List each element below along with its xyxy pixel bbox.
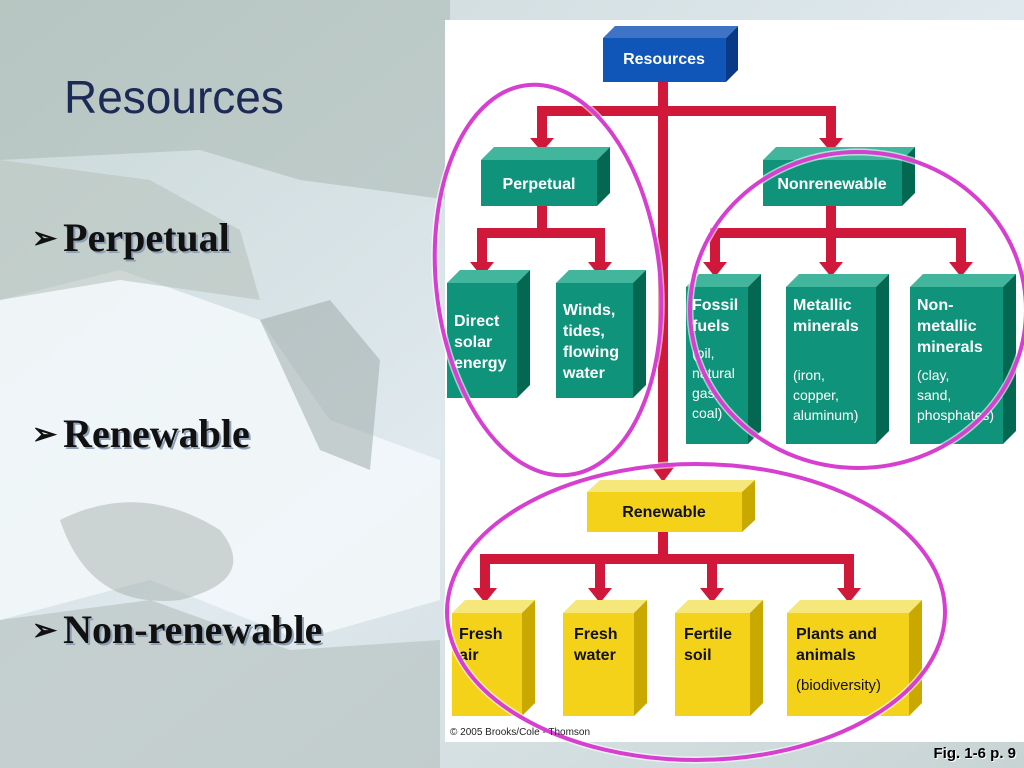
node-label: Fossil bbox=[692, 297, 738, 314]
node-label: Fresh bbox=[574, 626, 618, 643]
node-label: Perpetual bbox=[503, 176, 576, 193]
node-label: Resources bbox=[623, 51, 705, 68]
node-perpetual: Perpetual bbox=[481, 147, 610, 206]
node-resources: Resources bbox=[603, 26, 738, 82]
arrow-bullet-icon: ➢ bbox=[32, 418, 58, 451]
node-label: water bbox=[573, 647, 616, 664]
node-label: Fresh bbox=[459, 626, 503, 643]
node-detail: aluminum) bbox=[793, 407, 858, 423]
node-label: minerals bbox=[917, 339, 983, 356]
node-label: minerals bbox=[793, 318, 859, 335]
node-label: Metallic bbox=[793, 297, 852, 314]
node-label: Winds, bbox=[563, 302, 615, 319]
node-nonmetallic-minerals: Non- metallic minerals (clay, sand, phos… bbox=[910, 274, 1016, 444]
node-label: metallic bbox=[917, 318, 977, 335]
node-label: Plants and bbox=[796, 626, 877, 643]
node-detail: (biodiversity) bbox=[796, 677, 881, 694]
node-label: energy bbox=[454, 355, 507, 372]
bullet-label: Non-renewable bbox=[63, 607, 323, 652]
node-label: animals bbox=[796, 647, 856, 664]
node-direct-solar-energy: Direct solar energy bbox=[447, 270, 530, 398]
node-detail: copper, bbox=[793, 387, 839, 403]
node-label: flowing bbox=[563, 344, 619, 361]
bullet-label: Perpetual bbox=[63, 215, 230, 260]
node-label: Non- bbox=[917, 297, 953, 314]
node-detail: sand, bbox=[917, 387, 951, 403]
node-label: Direct bbox=[454, 313, 500, 330]
slide-title: Resources bbox=[64, 71, 284, 123]
arrow-bullet-icon: ➢ bbox=[32, 614, 58, 647]
arrow-bullet-icon: ➢ bbox=[32, 222, 58, 255]
highlight-nonrenewable bbox=[688, 150, 1024, 470]
node-detail: coal) bbox=[692, 405, 722, 421]
node-label: Renewable bbox=[622, 504, 706, 521]
node-label: Fertile bbox=[684, 626, 732, 643]
node-label: soil bbox=[684, 647, 712, 664]
node-winds-tides-water: Winds, tides, flowing water bbox=[556, 270, 646, 398]
copyright-notice: © 2005 Brooks/Cole - Thomson bbox=[450, 727, 591, 738]
highlight-circles bbox=[431, 81, 1024, 764]
node-renewable: Renewable bbox=[587, 480, 755, 532]
node-detail: (clay, bbox=[917, 367, 949, 383]
bullet-label: Renewable bbox=[63, 411, 250, 456]
bullet-perpetual: ➢Perpetual bbox=[32, 214, 230, 261]
node-fertile-soil: Fertile soil bbox=[675, 600, 763, 716]
node-label: water bbox=[562, 365, 605, 382]
node-label: solar bbox=[454, 334, 492, 351]
node-label: tides, bbox=[563, 323, 605, 340]
highlight-renewable bbox=[445, 462, 947, 762]
node-metallic-minerals: Metallic minerals (iron, copper, aluminu… bbox=[786, 274, 889, 444]
bullet-renewable: ➢Renewable bbox=[32, 410, 250, 457]
highlight-perpetual bbox=[432, 82, 664, 478]
node-detail: (iron, bbox=[793, 367, 825, 383]
node-label: Nonrenewable bbox=[777, 176, 886, 193]
node-label: fuels bbox=[692, 318, 729, 335]
node-plants-and-animals: Plants and animals (biodiversity) bbox=[787, 600, 922, 716]
figure-caption: Fig. 1-6 p. 9 bbox=[933, 745, 1016, 762]
node-fresh-water: Fresh water bbox=[563, 600, 647, 716]
bullet-nonrenewable: ➢Non-renewable bbox=[32, 606, 322, 653]
